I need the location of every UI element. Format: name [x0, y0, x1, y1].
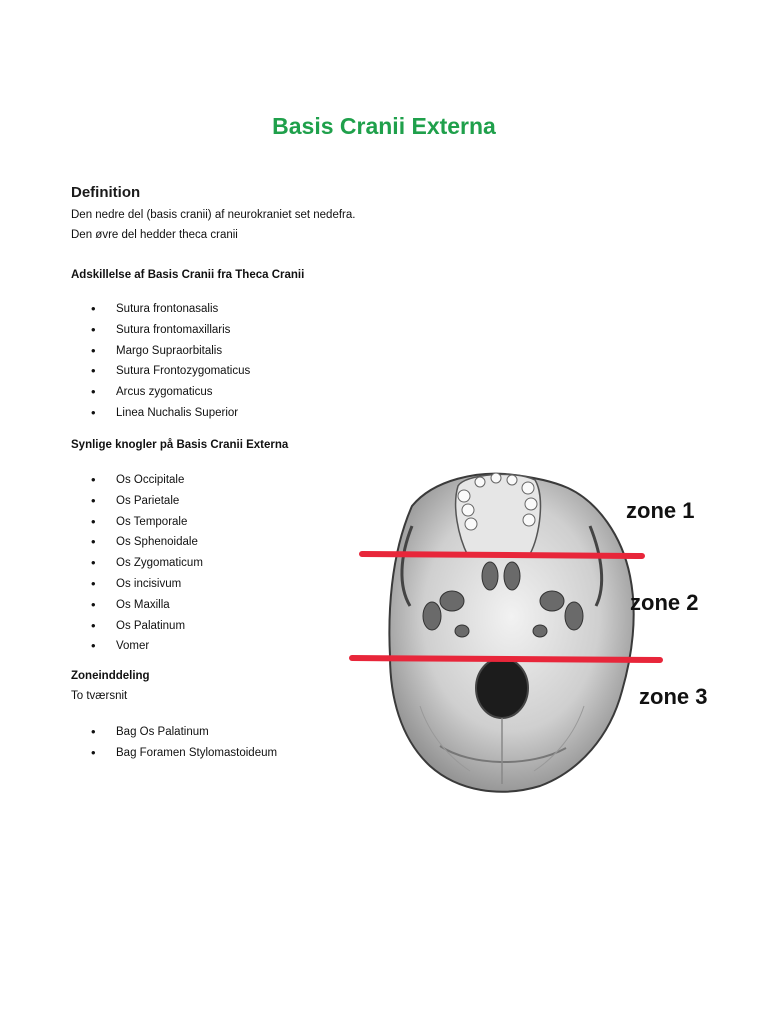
occipital-texture-right	[533, 705, 585, 772]
zoning-subtitle: To tværsnit	[71, 690, 128, 702]
left-zygomatic-arch	[400, 525, 414, 607]
zoning-list: Bag Os Palatinum Bag Foramen Stylomastoi…	[71, 722, 277, 764]
list-item: Vomer	[71, 636, 203, 657]
list-item: Sutura frontomaxillaris	[71, 320, 250, 341]
list-item: Bag Foramen Stylomastoideum	[71, 743, 277, 764]
bones-heading: Synlige knogler på Basis Cranii Externa	[71, 439, 289, 451]
list-item: Margo Supraorbitalis	[71, 341, 250, 362]
separation-heading: Adskillelse af Basis Cranii fra Theca Cr…	[71, 269, 305, 281]
bones-list: Os Occipitale Os Parietale Os Temporale …	[71, 470, 203, 657]
list-item: Sutura Frontozygomaticus	[71, 361, 250, 382]
zone-line-1	[359, 551, 645, 559]
middle-foramina	[422, 561, 584, 638]
zone-line-2	[349, 655, 663, 663]
foramen-magnum	[475, 657, 529, 719]
list-item: Os Parietale	[71, 491, 203, 512]
zone-label-2: zone 2	[630, 590, 699, 615]
list-item: Os Maxilla	[71, 595, 203, 616]
right-zygomatic-arch	[588, 525, 604, 607]
list-item: Arcus zygomaticus	[71, 382, 250, 403]
skull-base-illustration	[349, 472, 663, 793]
definition-line-1: Den nedre del (basis cranii) af neurokra…	[71, 209, 356, 221]
teeth	[457, 472, 538, 531]
separation-list: Sutura frontonasalis Sutura frontomaxill…	[71, 299, 250, 424]
page-title: Basis Cranii Externa	[272, 113, 496, 139]
list-item: Os Occipitale	[71, 470, 203, 491]
list-item: Os Palatinum	[71, 616, 203, 637]
list-item: Os Sphenoidale	[71, 532, 203, 553]
list-item: Os Temporale	[71, 512, 203, 533]
list-item: Os Zygomaticum	[71, 553, 203, 574]
definition-line-2: Den øvre del hedder theca cranii	[71, 229, 238, 241]
occipital-texture-left	[419, 705, 471, 772]
definition-heading: Definition	[71, 184, 141, 201]
list-item: Os incisivum	[71, 574, 203, 595]
zone-label-3: zone 3	[639, 684, 708, 709]
list-item: Linea Nuchalis Superior	[71, 403, 250, 424]
list-item: Sutura frontonasalis	[71, 299, 250, 320]
list-item: Bag Os Palatinum	[71, 722, 277, 743]
zone-label-1: zone 1	[626, 498, 695, 523]
zoning-heading: Zoneinddeling	[71, 670, 150, 682]
palate-shape	[454, 473, 542, 557]
occipital-ridge	[439, 745, 567, 763]
skull-base-figure: zone 1 zone 2 zone 3	[340, 466, 740, 808]
